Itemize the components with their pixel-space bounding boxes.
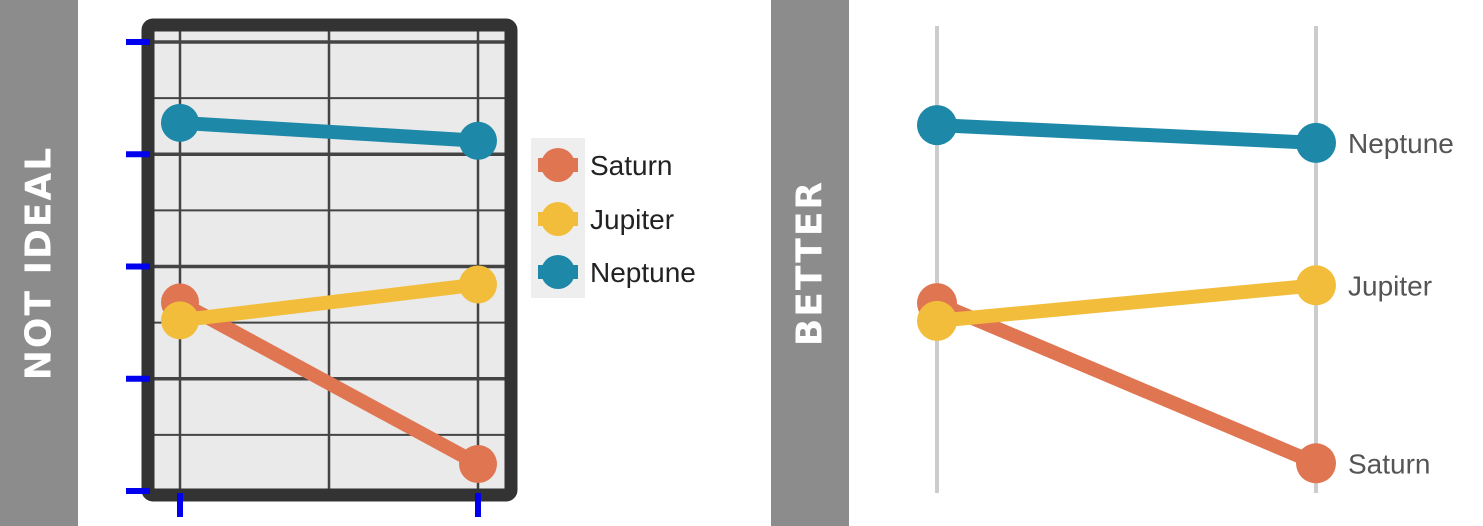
jupiter-slope-line [930, 278, 1323, 328]
saturn-point [459, 445, 497, 484]
jupiter-point [161, 301, 199, 340]
neptune-slope-point [1296, 122, 1336, 163]
legend-label-saturn: Saturn [590, 150, 673, 181]
legend-key-dot-neptune [541, 255, 575, 289]
jupiter-slope-point [917, 300, 957, 341]
saturn-slope-point [1296, 443, 1336, 484]
neptune-slope-line [930, 118, 1323, 150]
chart-frame [141, 18, 518, 502]
better-band: BETTER [771, 0, 849, 526]
legend-key-dot-jupiter [541, 202, 575, 236]
neptune-series-line [173, 115, 485, 148]
end-label-saturn: Saturn [1348, 448, 1431, 479]
legend-key-dot-saturn [541, 148, 575, 182]
neptune-slope-point [917, 105, 957, 146]
jupiter-series-line [173, 277, 485, 328]
saturn-series-line [173, 295, 485, 472]
neptune-point [459, 121, 497, 160]
end-label-neptune: Neptune [1348, 128, 1454, 159]
not-ideal-band: NOT IDEAL [0, 0, 78, 526]
neptune-point [161, 103, 199, 142]
jupiter-slope-point [1296, 265, 1336, 306]
saturn-slope-line [930, 296, 1323, 471]
end-label-jupiter: Jupiter [1348, 270, 1432, 301]
jupiter-point [459, 265, 497, 304]
legend-label-jupiter: Jupiter [590, 204, 674, 235]
legend-label-neptune: Neptune [590, 257, 696, 288]
